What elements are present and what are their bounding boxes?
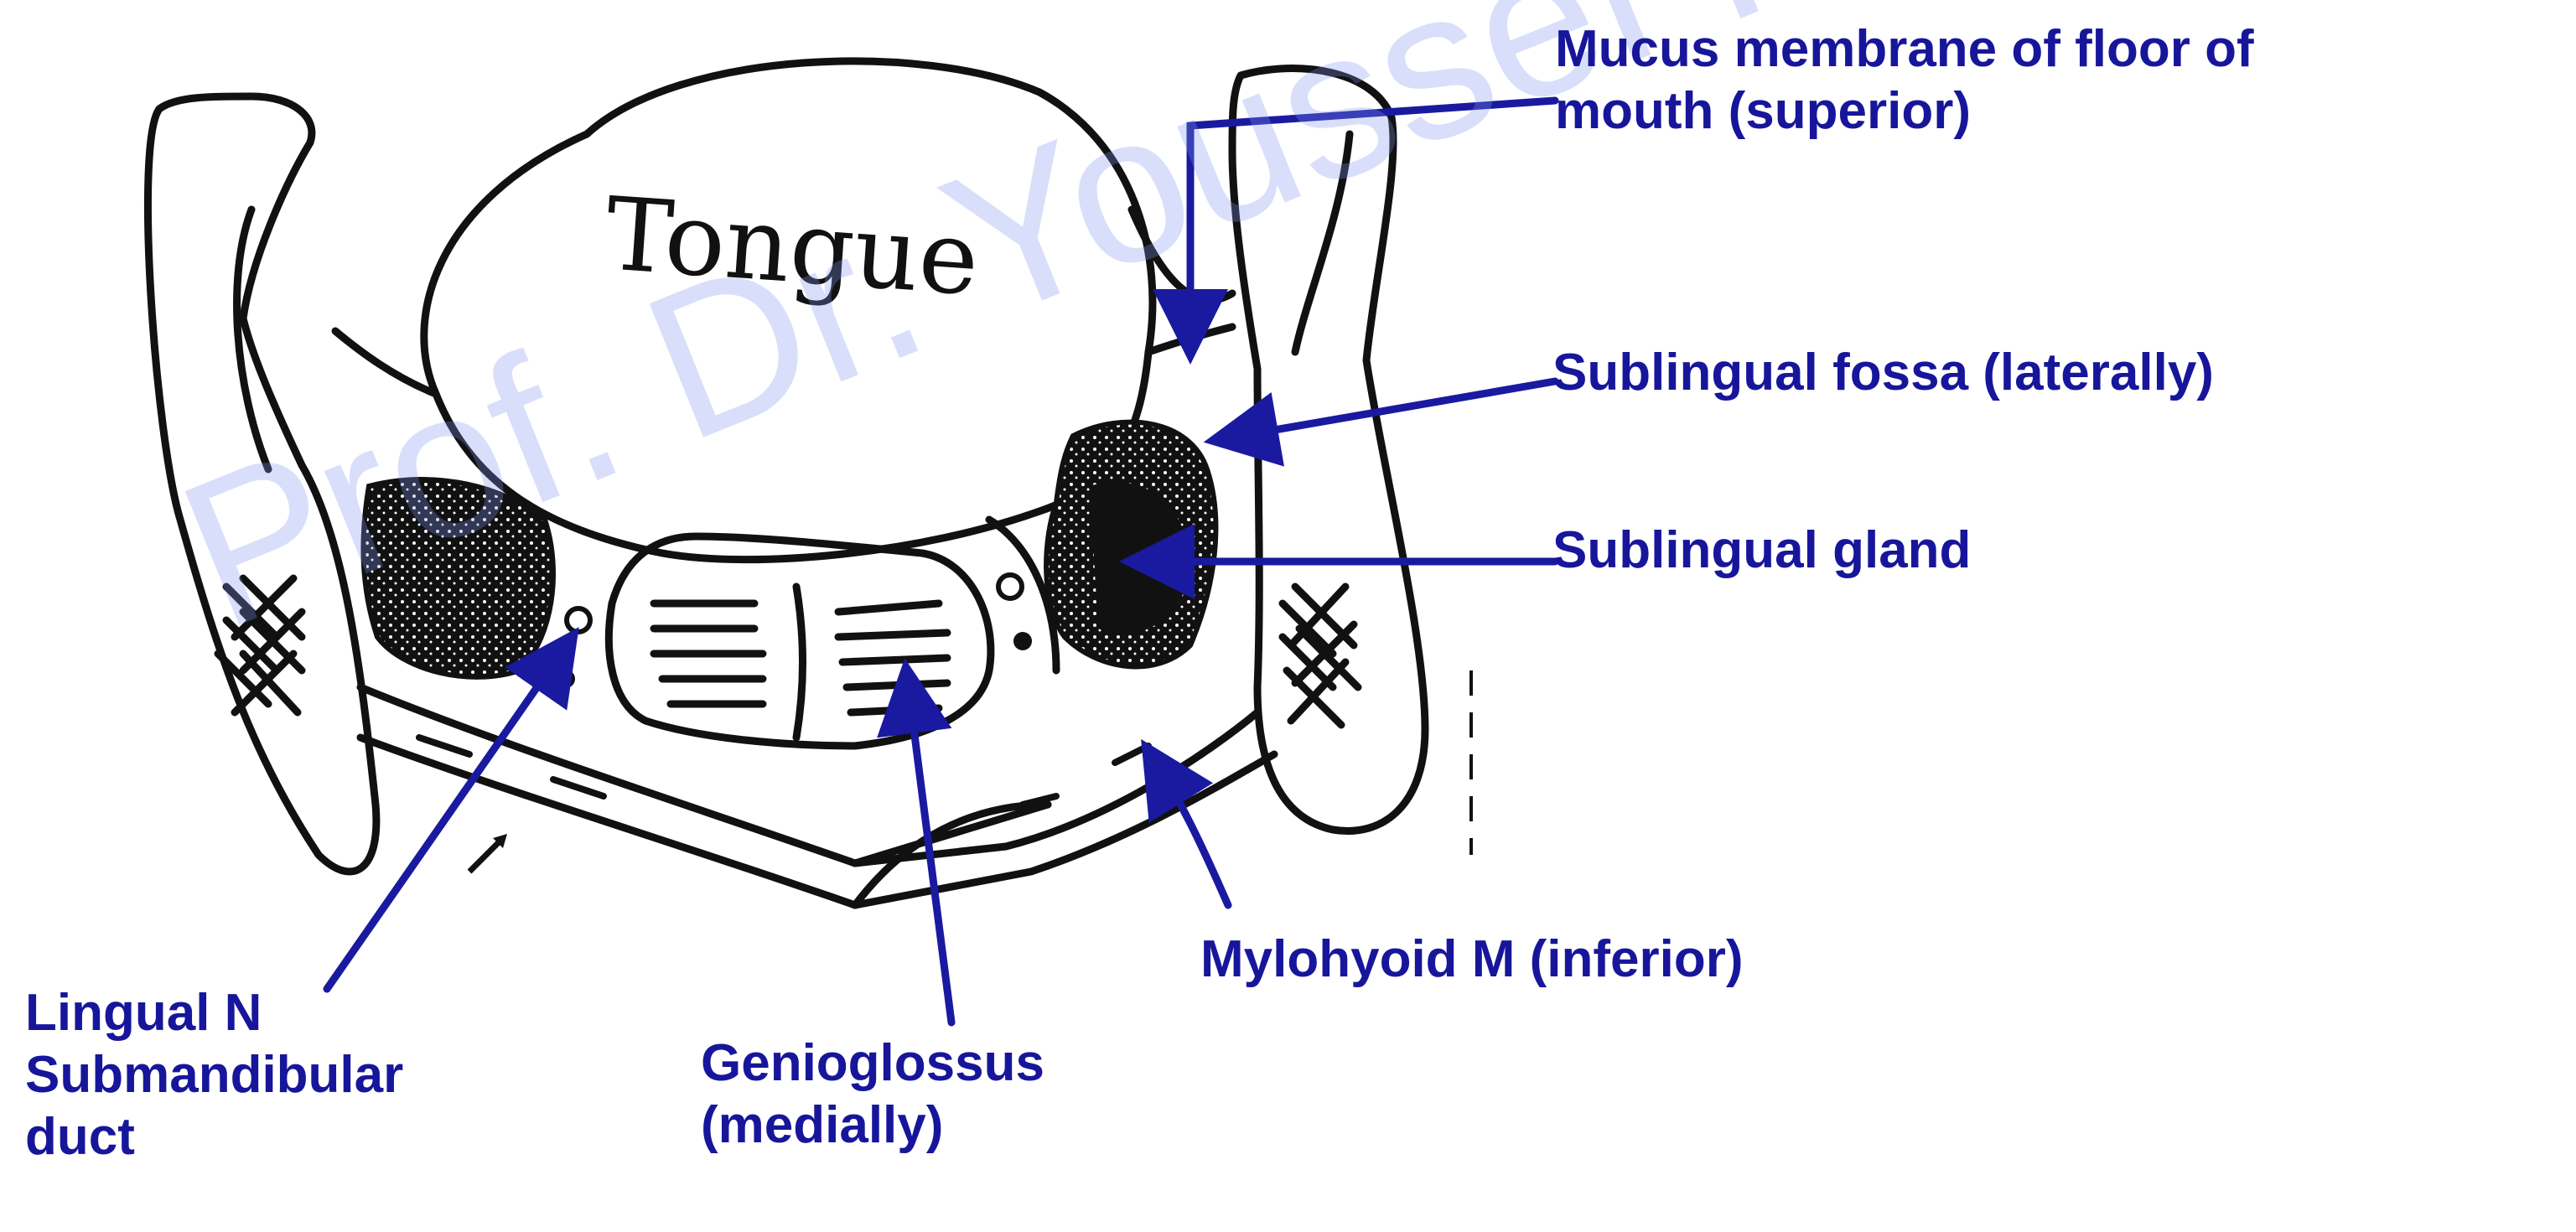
label-mylohyoid: Mylohyoid M (inferior) [1200,929,1744,991]
arrow-mylohyoid [1161,771,1228,905]
label-sublingual-fossa: Sublingual fossa (laterally) [1552,342,2214,404]
label-mucus-line1: Mucus membrane of floor of [1555,18,2254,80]
label-genio-line1: Genioglossus [701,1033,1044,1095]
right-nerve-dot [1013,632,1032,650]
left-nerve-dot [557,670,575,688]
label-sublingual-gland: Sublingual gland [1552,520,1971,582]
right-duct-circle [998,575,1022,598]
tongue-label: Tongue [602,176,982,318]
left-sublingual-mass [363,479,553,677]
left-mandible [148,96,376,872]
label-mucus-line2: mouth (superior) [1555,80,2254,142]
label-genioglossus: Genioglossus (medially) [701,1033,1044,1157]
label-lingual-line2: Submandibular [25,1044,403,1106]
right-bone-hatch [1283,587,1358,725]
tongue [424,61,1153,560]
arrow-fossa [1241,381,1555,436]
label-lingual-line1: Lingual N [25,982,403,1044]
left-duct-circle [567,608,590,632]
label-lingual-line3: duct [25,1106,403,1168]
label-mucus-membrane: Mucus membrane of floor of mouth (superi… [1555,18,2254,142]
label-genio-line2: (medially) [701,1095,1044,1157]
label-lingual-nerve: Lingual N Submandibular duct [25,982,403,1168]
left-bone-hatch [218,578,302,712]
